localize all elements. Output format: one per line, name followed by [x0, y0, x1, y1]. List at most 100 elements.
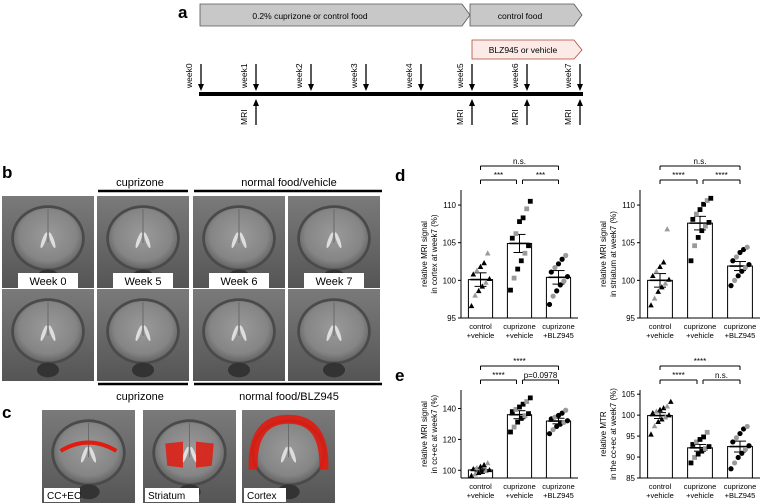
data-point-1-6	[690, 442, 696, 447]
data-point-1-10	[704, 198, 710, 203]
data-point-0-3	[659, 416, 665, 422]
sig-label-1: ****	[672, 171, 684, 180]
week-badge-3: Week 7	[315, 276, 352, 288]
y-tick-label: 105	[443, 239, 457, 248]
left-ventricle	[40, 232, 48, 248]
data-point-0-9	[660, 405, 667, 411]
y-tick-label: 95	[626, 314, 635, 323]
mri-label-5: MRI	[455, 109, 465, 125]
right-ventricle	[143, 232, 151, 248]
sig-label-0: n.s.	[694, 157, 707, 166]
data-point-2-6	[730, 258, 736, 264]
data-point-1-2	[695, 451, 701, 457]
roi-image-0	[42, 410, 135, 503]
x-tick-label-0-1: +vehicle	[467, 491, 495, 500]
data-point-1-10	[704, 429, 710, 435]
x-tick-label-2-1: +BLZ945	[725, 491, 756, 500]
treatment-bar	[471, 39, 583, 60]
data-point-0-5	[666, 412, 672, 418]
header-top-right: normal food/vehicle	[241, 177, 336, 189]
down-arrowhead-2	[308, 84, 314, 91]
data-point-0-3	[479, 283, 486, 289]
data-point-0-0	[648, 431, 654, 437]
data-point-2-8	[737, 249, 743, 256]
mri-label-6: MRI	[510, 109, 520, 125]
data-point-1-4	[703, 223, 708, 229]
data-point-1-9	[520, 215, 526, 221]
right-ventricle	[89, 446, 97, 463]
data-point-2-0	[728, 466, 734, 472]
roi-label-bg-2	[244, 488, 286, 502]
week-badge-2: Week 6	[220, 276, 257, 288]
data-point-2-1	[732, 460, 738, 466]
y-axis-label-0: relative MRI signal	[599, 221, 608, 287]
bar-2	[727, 265, 753, 319]
data-point-0-4	[662, 280, 669, 286]
data-point-2-10	[563, 407, 569, 413]
data-point-2-2	[735, 454, 741, 461]
data-point-2-9	[741, 426, 747, 432]
data-point-2-8	[555, 261, 562, 267]
x-tick-label-2-1: +BLZ945	[543, 331, 574, 340]
data-point-0-6	[470, 271, 477, 277]
y-tick-label: 100	[622, 276, 636, 285]
week-label-5: week5	[455, 63, 465, 89]
data-point-1-8	[697, 207, 703, 212]
data-point-2-7	[733, 435, 740, 441]
data-point-2-9	[559, 410, 565, 416]
right-ventricle	[239, 232, 247, 248]
week-label-1: week1	[239, 63, 249, 89]
x-tick-label-2-0: cuprizone	[542, 482, 575, 491]
data-point-2-0	[546, 301, 553, 308]
y-tick-label: 105	[622, 390, 636, 399]
ventral-structure	[227, 362, 251, 378]
roi-label-2: Cortex	[247, 491, 276, 502]
x-tick-label-0-0: control	[649, 322, 672, 331]
data-point-1-1	[511, 275, 517, 281]
data-point-0-5	[486, 275, 493, 282]
left-ventricle	[40, 325, 48, 341]
data-point-1-0	[688, 460, 694, 466]
x-tick-label-2-1: +BLZ945	[725, 331, 756, 340]
data-point-0-9	[481, 260, 487, 266]
data-point-0-1	[651, 423, 658, 429]
left-ventricle	[135, 325, 143, 341]
data-point-0-4	[662, 414, 669, 420]
mri-label-7: MRI	[563, 109, 573, 125]
y-tick-label: 95	[447, 314, 456, 323]
left-ventricle	[181, 446, 189, 463]
data-point-2-5	[564, 273, 571, 280]
data-point-0-8	[477, 463, 484, 469]
data-point-1-5	[706, 444, 712, 449]
data-point-0-10	[664, 226, 670, 232]
roi-cc-ec	[59, 440, 118, 453]
y-tick-label: 85	[626, 474, 635, 483]
x-tick-label-0-0: control	[649, 482, 672, 491]
data-point-1-7	[513, 231, 519, 237]
data-point-0-10	[664, 403, 670, 409]
data-point-0-8	[657, 406, 663, 412]
data-point-2-2	[554, 288, 560, 294]
data-point-1-5	[526, 243, 531, 249]
panel-d-letter: d	[395, 166, 405, 185]
data-point-1-6	[509, 409, 515, 415]
week-label-0: week0	[184, 63, 194, 89]
data-point-1-0	[688, 258, 694, 264]
data-point-0-0	[468, 472, 475, 478]
sig-label-1: ****	[492, 371, 504, 380]
ventral-structure	[131, 362, 155, 378]
y-tick-label: 110	[622, 201, 635, 210]
up-arrowhead-7	[577, 99, 583, 106]
roi-label-1: Striatum	[148, 491, 185, 502]
data-point-0-2	[655, 418, 661, 425]
y-tick-label: 100	[443, 276, 457, 285]
roi-image-1	[143, 410, 236, 503]
x-tick-label-0-1: +vehicle	[646, 491, 674, 500]
ventral-structure	[36, 362, 60, 378]
x-tick-label-2-1: +BLZ945	[543, 491, 574, 500]
y-axis-label-0: relative MTR	[599, 411, 608, 457]
panel-a: a 0.2% cuprizone or control food control…	[178, 3, 583, 125]
